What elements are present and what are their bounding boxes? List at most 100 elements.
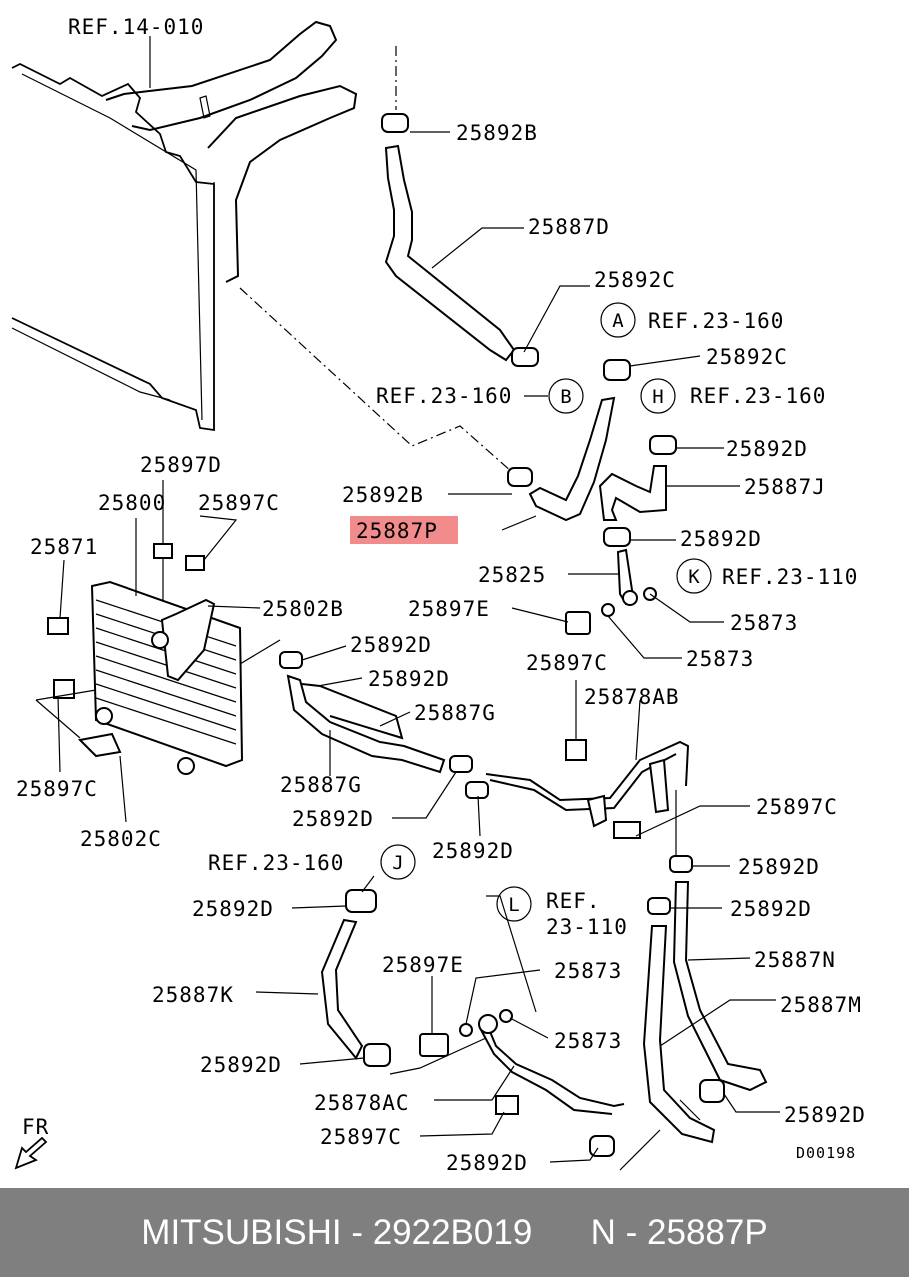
part-label: 25887G xyxy=(280,773,362,797)
clamp-icon xyxy=(603,359,631,381)
hose-25887K xyxy=(320,889,391,1067)
ref-letter-K: K xyxy=(688,566,700,588)
part-label: 25897D xyxy=(140,453,222,477)
part-label: 25892D xyxy=(446,1151,528,1175)
clamp-icon xyxy=(449,755,473,773)
clamp-icon xyxy=(345,889,377,913)
ref-letter-J: J xyxy=(392,852,403,874)
part-label: 25892D xyxy=(738,855,820,879)
ref-letter-H: H xyxy=(652,386,663,408)
washer-icon xyxy=(601,603,615,617)
part-label: 25892D xyxy=(730,897,812,921)
part-label: 25887G xyxy=(414,701,496,725)
ref-label: REF.23-160 xyxy=(690,384,826,408)
bolt-icon xyxy=(95,707,113,725)
clamp-icon xyxy=(279,651,303,669)
bolt-icon xyxy=(177,757,195,775)
ref-letter-A: A xyxy=(612,310,624,332)
part-label-highlighted: 25887P xyxy=(356,519,438,543)
part-label: 25897E xyxy=(382,953,464,977)
clamp-icon xyxy=(465,781,489,799)
clamp-icon xyxy=(669,855,693,873)
part-label: 25892D xyxy=(200,1053,282,1077)
front-label: FR xyxy=(22,1115,49,1139)
hose-25887P xyxy=(507,359,631,522)
ref-label: REF.23-160 xyxy=(208,851,344,875)
clamp-icon xyxy=(511,347,539,367)
part-label: 25892D xyxy=(292,807,374,831)
part-label: 25897C xyxy=(526,651,608,675)
part-label: 25887K xyxy=(152,983,234,1007)
part-label: 25878AC xyxy=(314,1091,410,1115)
part-label: 25892C xyxy=(594,268,676,292)
part-label: 25802C xyxy=(80,827,162,851)
bolt-icon xyxy=(495,1095,519,1115)
ref-letter-B: B xyxy=(560,386,571,408)
part-label: 25878AB xyxy=(584,685,680,709)
ref-label: REF.14-010 xyxy=(68,15,204,39)
leader-lines xyxy=(57,36,780,1163)
part-label: 25873 xyxy=(686,647,754,671)
part-label: 25892B xyxy=(342,483,424,507)
ref-label: 23-110 xyxy=(546,915,628,939)
hose-25887J xyxy=(598,435,677,547)
part-label: 25887J xyxy=(744,475,826,499)
bolt-icon xyxy=(419,1033,449,1057)
part-label: 25871 xyxy=(30,535,98,559)
ref-circle-K xyxy=(676,558,712,594)
part-label: 25892D xyxy=(784,1103,866,1127)
ref-circle-H xyxy=(640,378,676,414)
footer-bar: MITSUBISHI - 2922B019 N - 25887P xyxy=(0,1188,909,1277)
highlight-25887P xyxy=(350,516,458,544)
clamp-icon xyxy=(589,1135,615,1157)
bolt-icon xyxy=(185,555,205,571)
ref-label: REF.23-160 xyxy=(376,384,512,408)
clamp-icon xyxy=(647,897,671,915)
clamp-icon xyxy=(381,113,409,133)
pipe-25878AC xyxy=(389,895,625,1157)
ref-circle-B xyxy=(548,378,584,414)
radiator-outline xyxy=(11,62,215,432)
part-label: 25892D xyxy=(680,527,762,551)
clamp-icon xyxy=(603,527,631,547)
part-label: 25892B xyxy=(456,121,538,145)
part-label: 25897C xyxy=(320,1125,402,1149)
part-label: 25873 xyxy=(554,959,622,983)
bolt-icon xyxy=(53,679,75,699)
clamp-icon xyxy=(507,467,533,487)
ref-letter-L: L xyxy=(508,894,519,916)
washer-icon xyxy=(499,1009,513,1023)
part-label: 25892D xyxy=(368,667,450,691)
hose-25887M xyxy=(619,897,725,1171)
ref-label: REF.23-160 xyxy=(648,309,784,333)
part-label: 25873 xyxy=(554,1029,622,1053)
part-label: 25887N xyxy=(754,948,836,972)
footer-part-info: MITSUBISHI - 2922B019 N - 25887P xyxy=(141,1212,768,1252)
oil-cooler-25800 xyxy=(35,543,244,775)
part-label: 25825 xyxy=(478,563,546,587)
clamp-icon xyxy=(363,1043,391,1067)
ref-circle-A xyxy=(600,302,636,338)
bolt-icon xyxy=(153,543,173,559)
bolt-icon xyxy=(151,631,169,649)
part-label: 25897E xyxy=(408,597,490,621)
diagram-code: D00198 xyxy=(796,1144,856,1162)
banjo-fitting-25825 xyxy=(565,548,657,635)
front-arrow-icon xyxy=(14,1136,48,1170)
ref-circle-L xyxy=(496,886,532,922)
part-label: 25800 xyxy=(98,491,166,515)
nut-icon xyxy=(47,617,69,635)
part-label: 25887D xyxy=(528,215,610,239)
part-label: 25892C xyxy=(706,345,788,369)
bolt-icon xyxy=(565,739,587,761)
pipe-25878AB xyxy=(485,739,690,858)
ref-label: REF. xyxy=(546,889,601,913)
clamp-icon xyxy=(699,1079,725,1103)
ref-circle-J xyxy=(380,844,416,880)
part-label: 25892D xyxy=(192,897,274,921)
part-label: 25892D xyxy=(432,839,514,863)
part-label: 25897C xyxy=(756,795,838,819)
bolt-icon xyxy=(565,611,591,635)
part-label: 25887M xyxy=(780,993,862,1017)
part-label: 25892D xyxy=(350,633,432,657)
